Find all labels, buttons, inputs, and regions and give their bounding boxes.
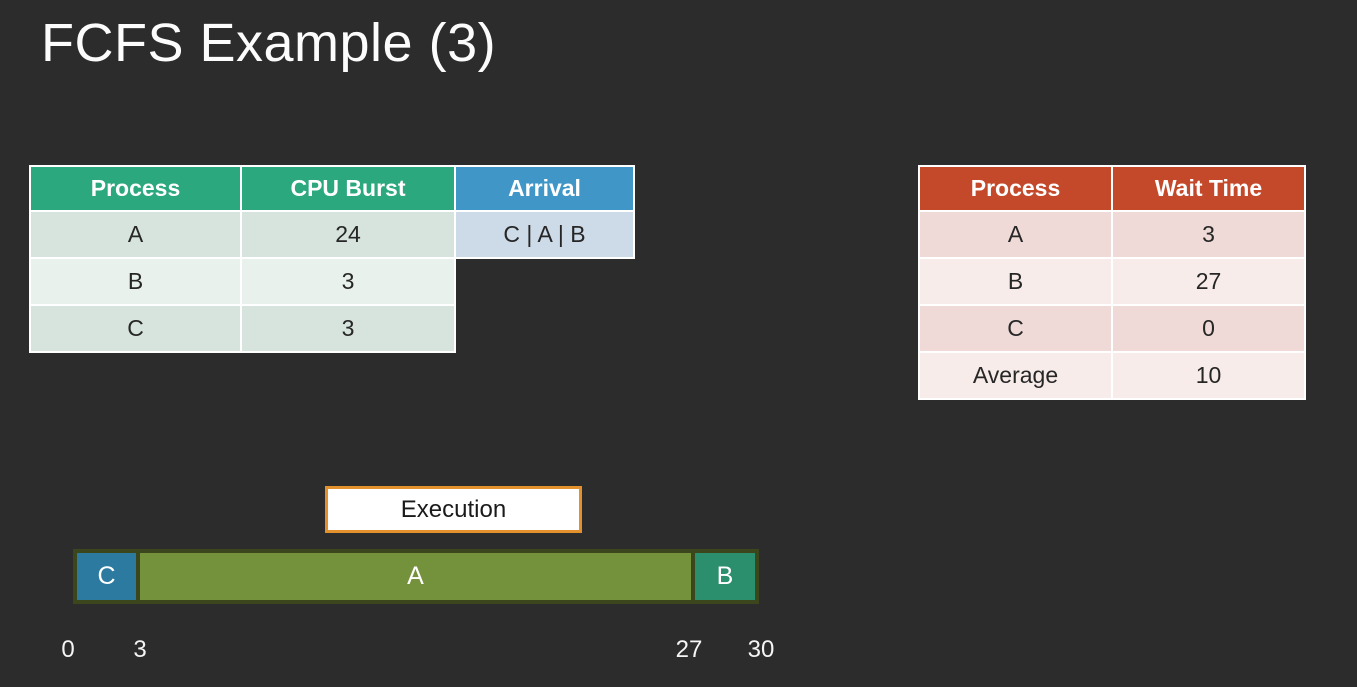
execution-label-text: Execution <box>400 495 507 523</box>
process-table-cell-burst-a: 24 <box>242 212 454 257</box>
gantt-bar: C A B <box>73 549 759 604</box>
process-table-header-arrival: Arrival <box>456 167 633 210</box>
empty-cell <box>456 306 633 351</box>
wait-table-header-wait-time: Wait Time <box>1113 167 1304 210</box>
wait-table-cell-process-c: C <box>920 306 1111 351</box>
process-table-header-cpu-burst: CPU Burst <box>242 167 454 210</box>
timeline-tick-27: 27 <box>675 636 703 663</box>
gantt-segment-a-label: A <box>407 562 424 590</box>
wait-table-cell-wait-c: 0 <box>1113 306 1304 351</box>
gantt-segment-a: A <box>140 553 691 600</box>
wait-table-cell-wait-average: 10 <box>1113 353 1304 398</box>
gantt-segment-b-label: B <box>716 562 734 590</box>
process-table-cell-burst-b: 3 <box>242 259 454 304</box>
process-table-header-process: Process <box>31 167 240 210</box>
wait-table-cell-process-b: B <box>920 259 1111 304</box>
process-table-cell-process-b: B <box>31 259 240 304</box>
gantt-segment-c: C <box>77 553 136 600</box>
empty-cell <box>456 259 633 304</box>
process-table: Process CPU Burst Arrival A 24 C | A | B… <box>31 167 633 351</box>
timeline-tick-30: 30 <box>747 636 775 663</box>
wait-table-cell-wait-b: 27 <box>1113 259 1304 304</box>
gantt-segment-c-label: C <box>97 562 116 590</box>
gantt-segment-b: B <box>695 553 755 600</box>
timeline-tick-3: 3 <box>133 636 147 663</box>
wait-table-cell-process-average: Average <box>920 353 1111 398</box>
process-table-cell-arrival-order: C | A | B <box>456 212 633 257</box>
page-title: FCFS Example (3) <box>41 13 497 73</box>
timeline-tick-0: 0 <box>61 636 75 663</box>
wait-table-header-process: Process <box>920 167 1111 210</box>
wait-table-cell-wait-a: 3 <box>1113 212 1304 257</box>
wait-table-cell-process-a: A <box>920 212 1111 257</box>
wait-table: Process Wait Time A 3 B 27 C 0 Average 1… <box>920 167 1304 398</box>
execution-label: Execution <box>325 486 582 533</box>
process-table-cell-process-a: A <box>31 212 240 257</box>
process-table-cell-process-c: C <box>31 306 240 351</box>
process-table-cell-burst-c: 3 <box>242 306 454 351</box>
